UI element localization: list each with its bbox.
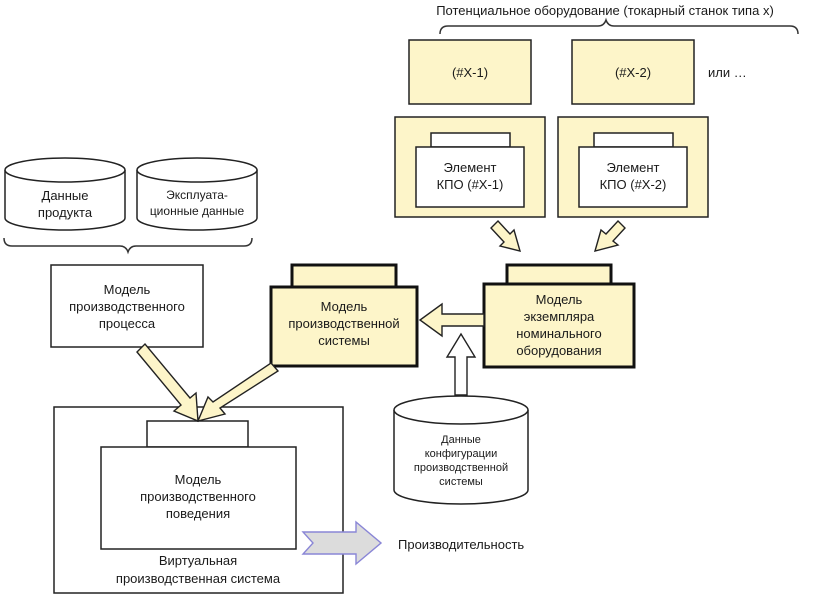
config-data-line4: системы <box>439 476 483 488</box>
behavior-model-line3: поведения <box>166 506 230 521</box>
kpo-x1-line2: КПО (#X-1) <box>437 177 504 192</box>
operational-data-line2: ционные данные <box>150 204 245 218</box>
instance-model-line4: оборудования <box>516 343 601 358</box>
config-data-line2: конфигурации <box>425 448 498 460</box>
arrow-config-to-instance <box>445 332 477 396</box>
performance-output-arrow <box>301 520 383 566</box>
product-data-store[interactable]: Данные продукта <box>4 157 126 231</box>
performance-label: Производительность <box>398 537 524 552</box>
kpo-x2-line1: Элемент <box>606 160 659 175</box>
equipment-x2-label: (#X-2) <box>615 65 651 80</box>
process-model[interactable]: Модель производственного процесса <box>50 264 204 348</box>
equipment-box-x1[interactable]: (#X-1) <box>408 39 532 105</box>
operational-data-store[interactable]: Эксплуата- ционные данные <box>136 157 258 231</box>
arrow-system-to-behavior <box>196 362 280 423</box>
config-data-line3: производственной <box>414 462 508 474</box>
virtual-system-line2: производственная система <box>116 571 281 586</box>
product-data-line1: Данные <box>42 188 89 203</box>
behavior-model-line2: производственного <box>140 489 256 504</box>
arrow-kpo-x2-to-instance <box>593 219 626 252</box>
kpo-x2-line2: КПО (#X-2) <box>600 177 667 192</box>
kpo-element-x1[interactable]: Элемент КПО (#X-1) <box>394 116 546 218</box>
data-stores-brace <box>3 237 253 255</box>
potential-equipment-brace <box>439 17 799 35</box>
kpo-x1-line1: Элемент <box>443 160 496 175</box>
more-equipment-label: или … <box>708 65 747 80</box>
equipment-instance-model[interactable]: Модель экземпляра номинального оборудова… <box>482 263 636 369</box>
instance-model-line3: номинального <box>516 326 601 341</box>
potential-equipment-title: Потенциальное оборудование (токарный ста… <box>436 3 774 18</box>
system-model[interactable]: Модель производственной системы <box>269 263 419 368</box>
behavior-model-line1: Модель <box>175 472 222 487</box>
equipment-box-x2[interactable]: (#X-2) <box>571 39 695 105</box>
product-data-line2: продукта <box>38 205 93 220</box>
config-data-line1: Данные <box>441 434 481 446</box>
system-model-line3: системы <box>318 333 370 348</box>
kpo-element-x2[interactable]: Элемент КПО (#X-2) <box>557 116 709 218</box>
process-model-line1: Модель <box>104 282 151 297</box>
operational-data-line1: Эксплуата- <box>166 188 228 202</box>
instance-model-line2: экземпляра <box>524 309 595 324</box>
arrow-process-to-behavior <box>136 342 199 423</box>
behavior-model[interactable]: Модель производственного поведения <box>100 420 297 550</box>
virtual-system-line1: Виртуальная <box>159 553 237 568</box>
equipment-x1-label: (#X-1) <box>452 65 488 80</box>
arrow-kpo-x1-to-instance <box>490 219 522 252</box>
instance-model-line1: Модель <box>536 292 583 307</box>
system-model-line2: производственной <box>288 316 399 331</box>
process-model-line2: производственного <box>69 299 185 314</box>
process-model-line3: процесса <box>99 316 156 331</box>
arrow-instance-to-system <box>418 302 485 338</box>
config-data-store[interactable]: Данные конфигурации производственной сис… <box>393 395 529 505</box>
system-model-line1: Модель <box>321 299 368 314</box>
